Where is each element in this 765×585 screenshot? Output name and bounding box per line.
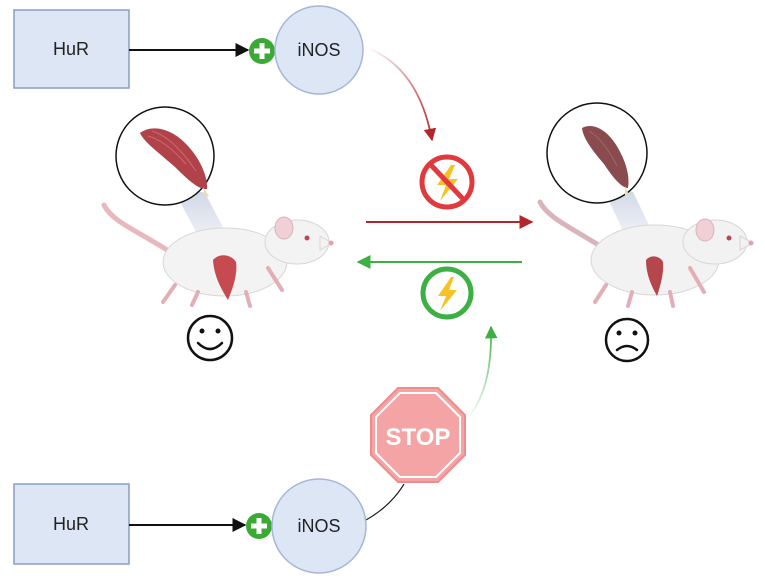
top-hur-box: [13, 9, 130, 89]
wasting-mouse-group: [537, 102, 755, 363]
top-inhibition-arrow: [367, 47, 437, 142]
top-inos-circle: [274, 5, 364, 95]
lightning-icon: [420, 266, 474, 320]
mouse-icon: [101, 202, 334, 308]
bottom-hur-label: HuR: [53, 514, 89, 534]
sad-face-icon: [604, 317, 650, 363]
smiley-face-icon: [186, 314, 234, 362]
bottom-inos-circle: [271, 478, 367, 574]
top-plus-circle-icon: [249, 38, 275, 64]
muscle-icon: [140, 128, 209, 197]
top-inos-label: iNOS: [297, 40, 340, 60]
recovery-activation-arrow: [465, 325, 498, 421]
stop-link-line: [365, 483, 405, 521]
healthy-mouse-group: [101, 106, 334, 362]
bottom-pathway: HuR iNOS: [13, 478, 367, 574]
no-lightning-icon: [419, 154, 475, 210]
stop-sign-icon: STOP: [370, 387, 466, 483]
stop-sign-label: STOP: [386, 424, 451, 451]
mouse-icon: [537, 199, 755, 308]
bottom-hur-box: [13, 483, 130, 565]
bottom-inos-label: iNOS: [297, 516, 340, 536]
bottom-plus-circle-icon: [246, 513, 272, 539]
atrophied-muscle-icon: [582, 126, 629, 196]
top-hur-label: HuR: [53, 39, 89, 59]
top-pathway: HuR iNOS: [13, 5, 437, 142]
